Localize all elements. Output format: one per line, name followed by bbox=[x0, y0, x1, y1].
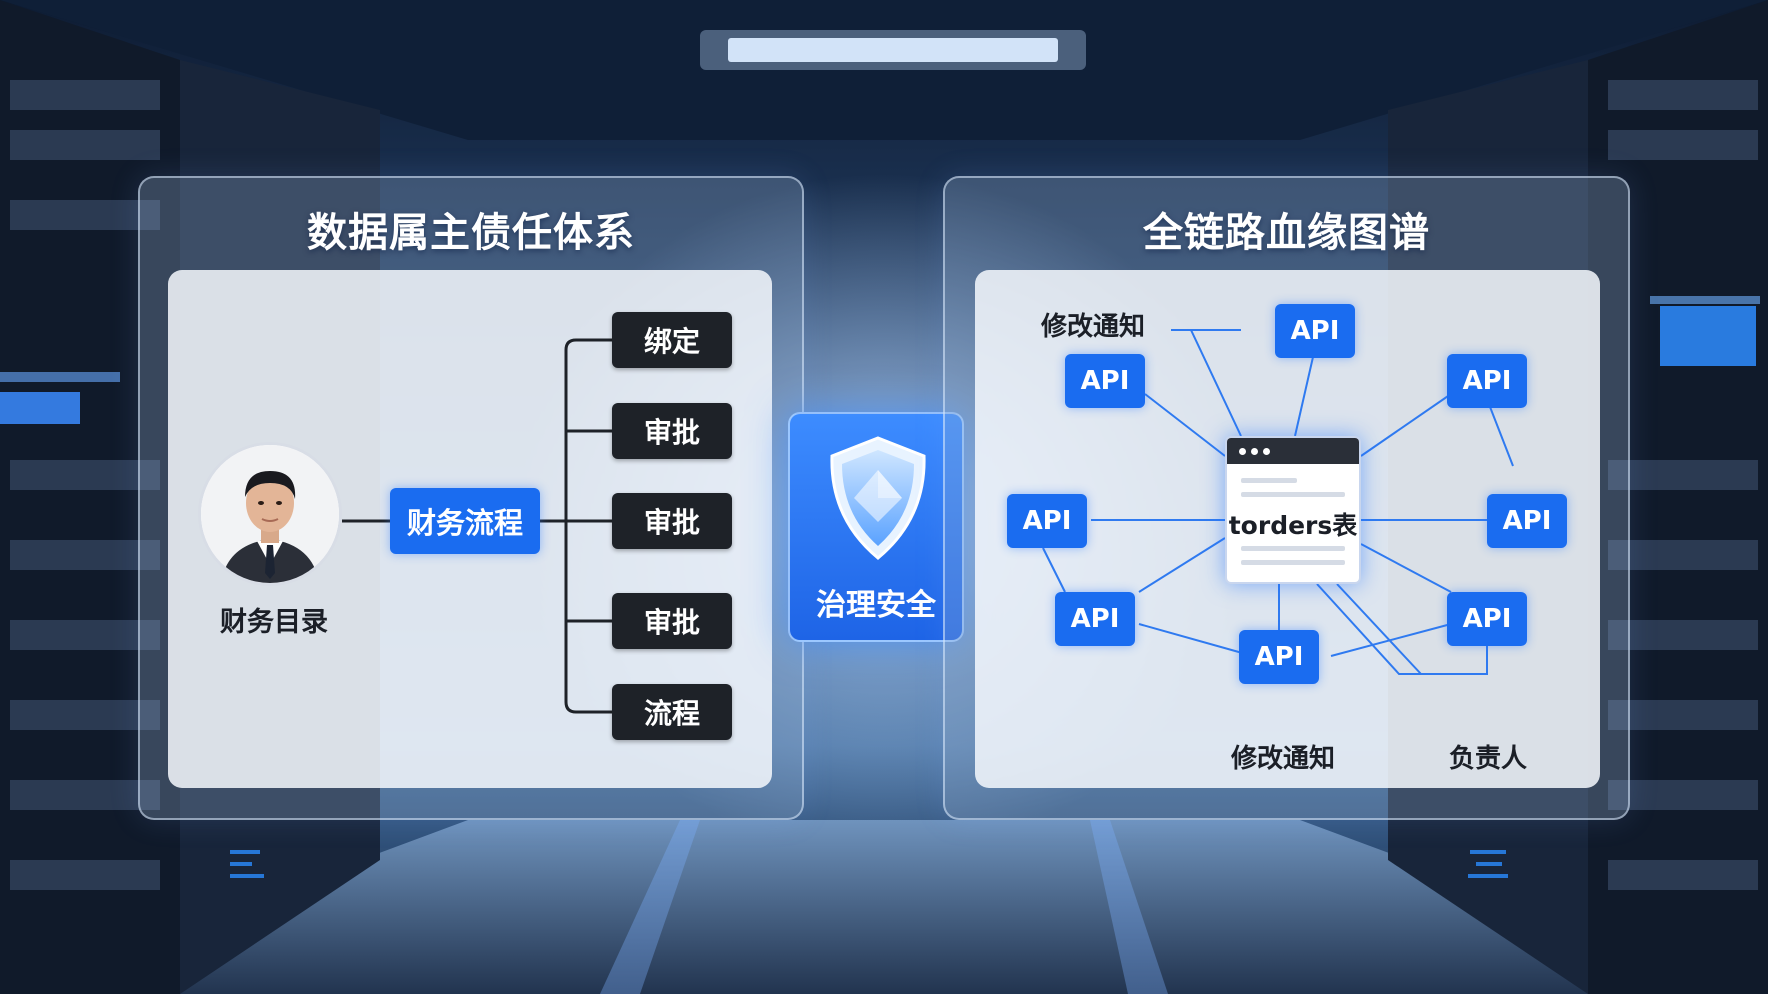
api-node-lower-left[interactable]: API bbox=[1055, 592, 1135, 646]
table-row-placeholder bbox=[1241, 492, 1345, 497]
table-row-placeholder bbox=[1241, 546, 1345, 551]
step-bind-node[interactable]: 绑定 bbox=[612, 312, 732, 368]
api-node-top[interactable]: API bbox=[1275, 304, 1355, 358]
orders-table-label: torders表 bbox=[1228, 511, 1358, 540]
table-row-placeholder bbox=[1241, 560, 1345, 565]
modify-notice-bottom-label: 修改通知 bbox=[1231, 744, 1336, 774]
governance-security-card[interactable]: 治理安全 bbox=[788, 412, 964, 642]
api-node-upper-left[interactable]: API bbox=[1065, 354, 1145, 408]
right-panel-title: 全链路血缘图谱 bbox=[1143, 210, 1430, 256]
table-row-placeholder bbox=[1241, 478, 1297, 483]
api-node-right[interactable]: API bbox=[1487, 494, 1567, 548]
left-panel-title: 数据属主债任体系 bbox=[307, 210, 635, 256]
owner-label: 财务目录 bbox=[220, 607, 328, 638]
step-process-node[interactable]: 流程 bbox=[612, 684, 732, 740]
step-approval-node-1[interactable]: 审批 bbox=[612, 403, 732, 459]
owner-avatar bbox=[198, 442, 342, 586]
owner-diagram-area: 财务目录 财务流程 绑定 审批 审批 审批 流程 bbox=[168, 270, 772, 788]
lineage-graph-panel: 全链路血缘图谱 修改通知 API bbox=[943, 176, 1630, 820]
api-node-bottom[interactable]: API bbox=[1239, 630, 1319, 684]
person-portrait-icon bbox=[201, 445, 339, 583]
owner-connector-lines bbox=[342, 338, 612, 714]
window-dot-icon bbox=[1263, 448, 1270, 455]
orders-table-node[interactable]: torders表 bbox=[1225, 436, 1361, 584]
api-node-upper-right[interactable]: API bbox=[1447, 354, 1527, 408]
owner-responsibility-panel: 数据属主债任体系 bbox=[138, 176, 804, 820]
window-dot-icon bbox=[1239, 448, 1246, 455]
owner-responsible-label: 负责人 bbox=[1449, 744, 1528, 774]
finance-process-node[interactable]: 财务流程 bbox=[390, 488, 540, 554]
step-approval-node-2[interactable]: 审批 bbox=[612, 493, 732, 549]
step-approval-node-3[interactable]: 审批 bbox=[612, 593, 732, 649]
lineage-connector-lines bbox=[1042, 329, 1514, 675]
lineage-graph-area: 修改通知 API API API API API API API API tor… bbox=[975, 270, 1600, 788]
table-card-titlebar bbox=[1227, 438, 1359, 464]
window-dot-icon bbox=[1251, 448, 1258, 455]
api-node-left[interactable]: API bbox=[1007, 494, 1087, 548]
shield-icon bbox=[830, 436, 926, 560]
api-node-lower-right[interactable]: API bbox=[1447, 592, 1527, 646]
modify-notice-top-label: 修改通知 bbox=[1041, 312, 1146, 342]
governance-security-label: 治理安全 bbox=[816, 588, 936, 623]
